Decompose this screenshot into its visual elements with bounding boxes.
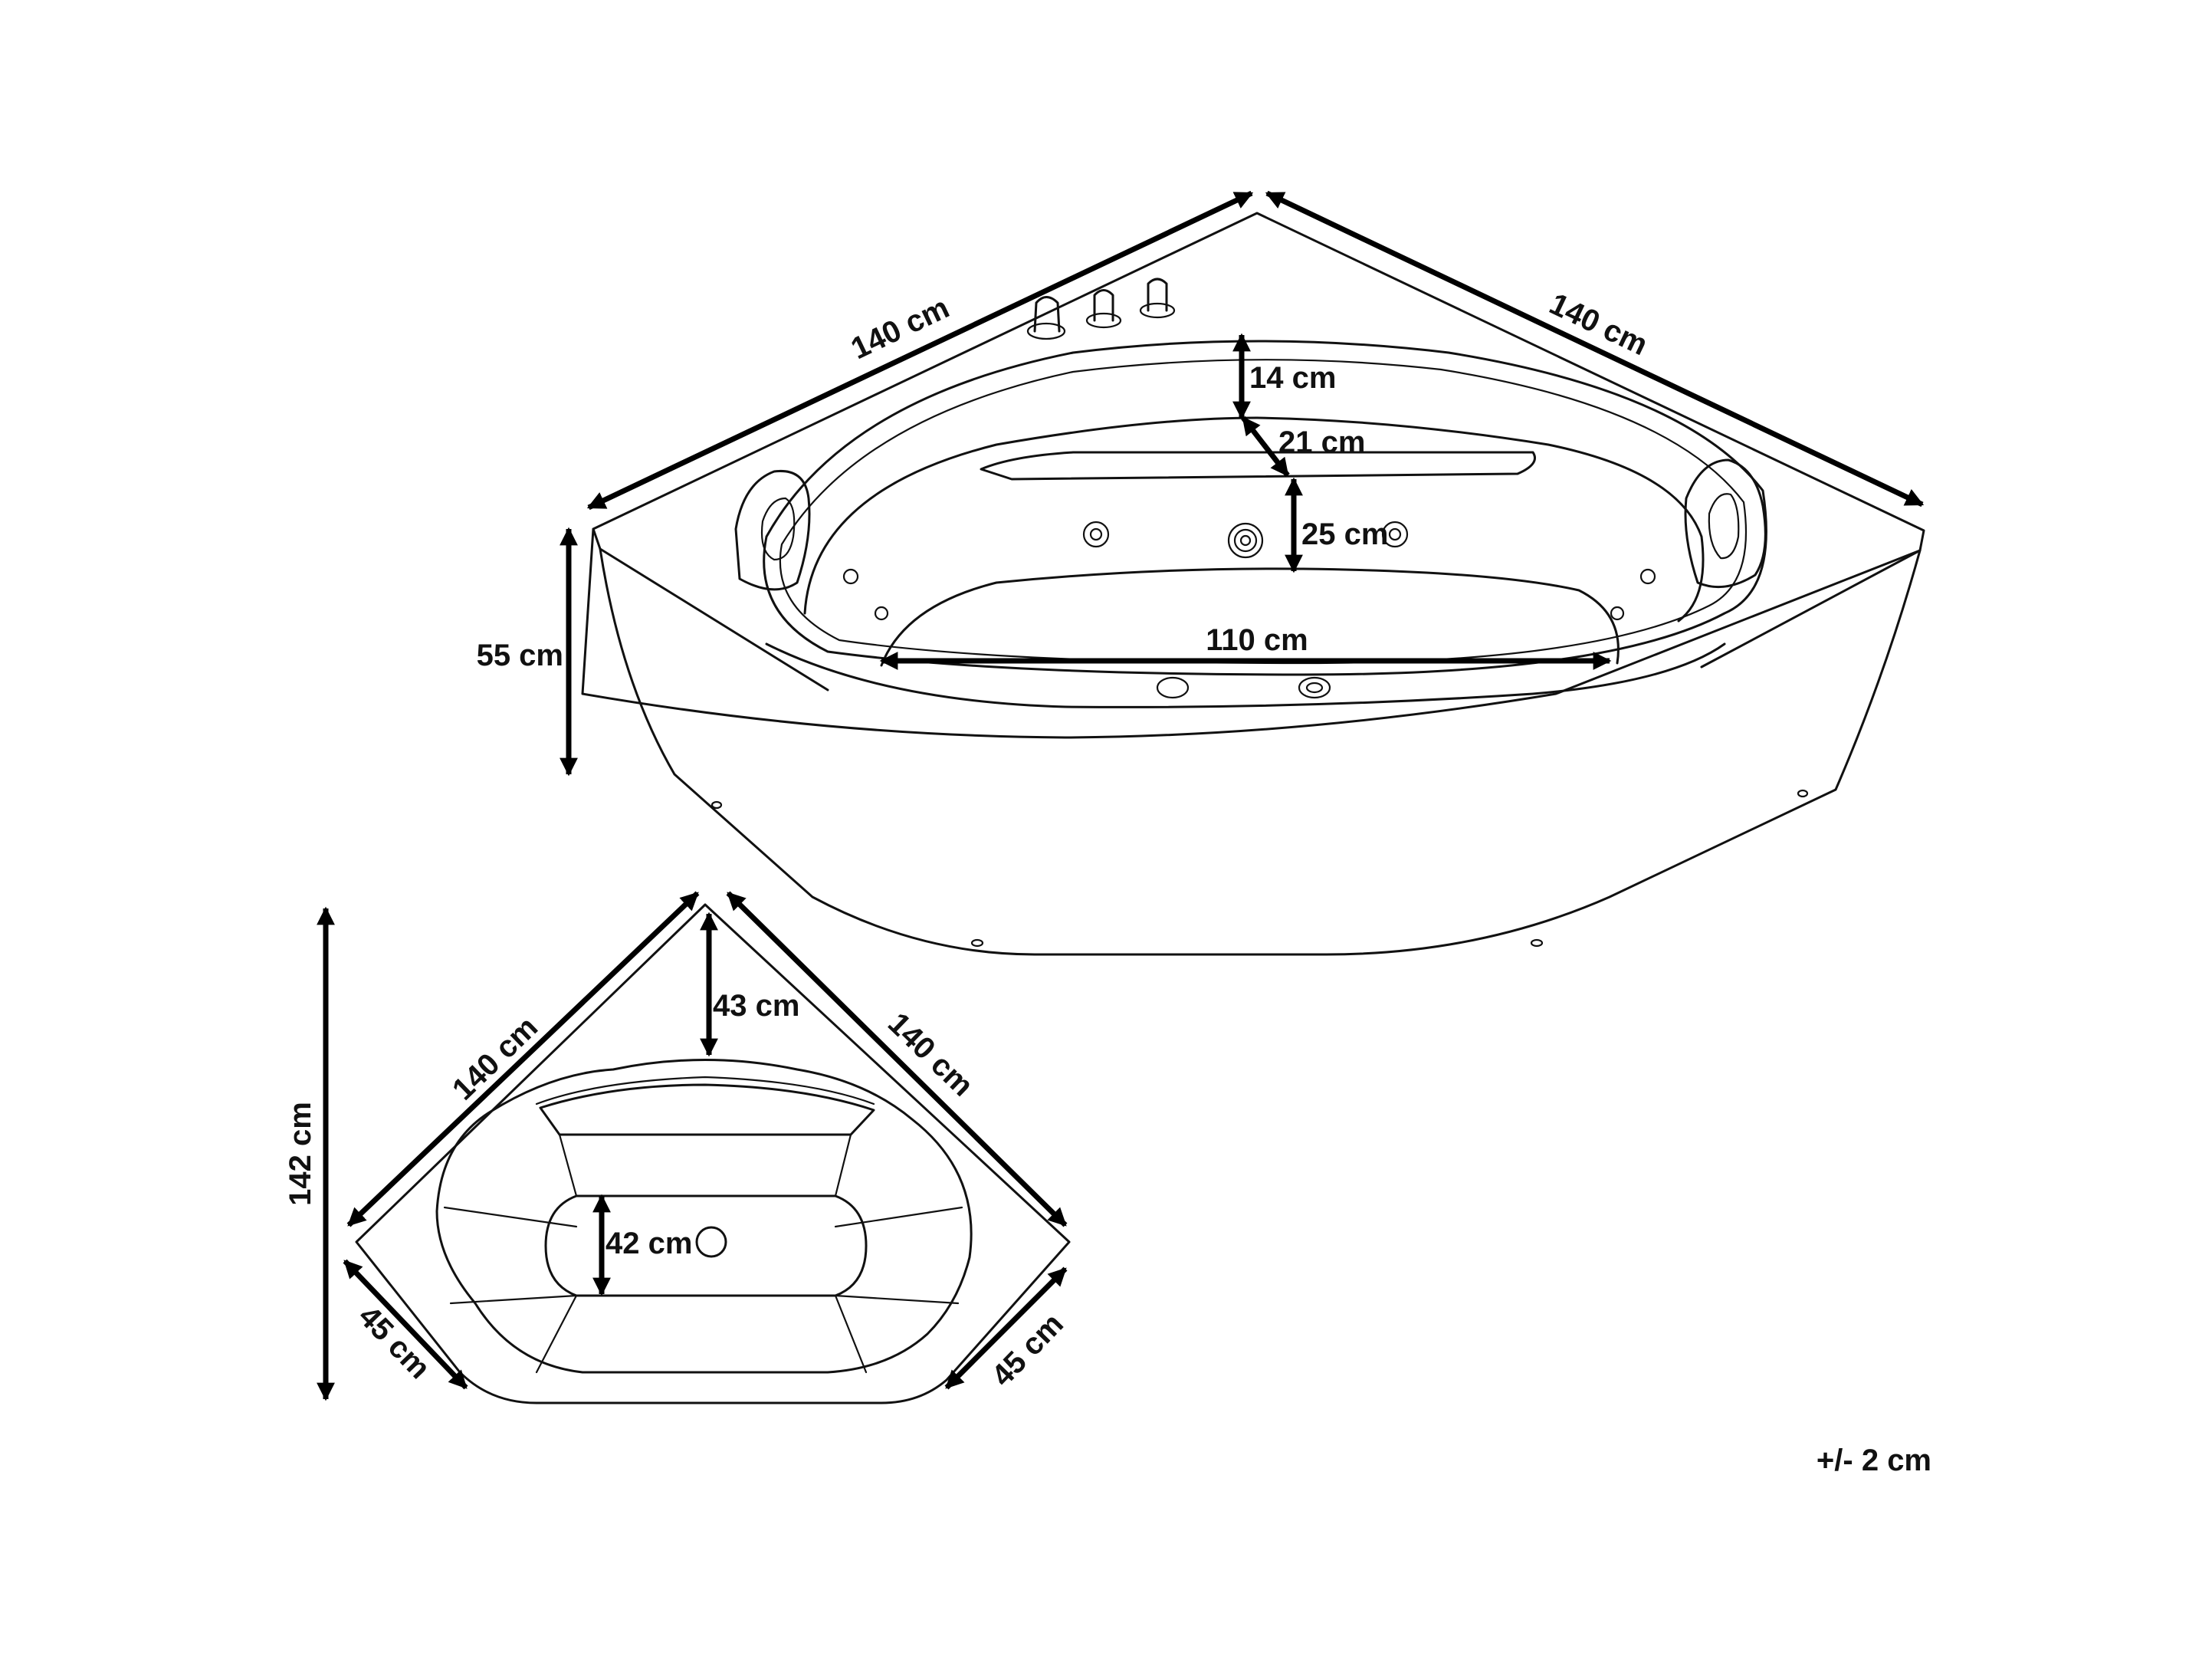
label-top-side-left: 140 cm bbox=[446, 1010, 544, 1107]
control-button-icon bbox=[1156, 676, 1190, 699]
label-front-right: 45 cm bbox=[985, 1307, 1069, 1393]
label-corner-to-basin: 43 cm bbox=[713, 989, 799, 1023]
headrest-left bbox=[734, 469, 811, 591]
dim-arrow-front-left bbox=[343, 1259, 468, 1390]
top-basin-outer bbox=[435, 1059, 973, 1374]
dim-arrow-front-right bbox=[944, 1266, 1068, 1390]
label-rim-width: 14 cm bbox=[1249, 361, 1336, 395]
top-drain-icon bbox=[695, 1226, 727, 1258]
headrest-right-inner bbox=[1708, 493, 1740, 560]
tub-apron-corner-left bbox=[673, 773, 814, 898]
tub-backrest bbox=[980, 451, 1536, 481]
dim-arrow-side-left bbox=[586, 190, 1254, 511]
top-backrest bbox=[539, 1083, 875, 1136]
dim-arrow-seat bbox=[1241, 416, 1290, 478]
label-step-height: 25 cm bbox=[1301, 517, 1388, 551]
tub-front-rim-line bbox=[765, 642, 1726, 708]
headrest-right bbox=[1684, 458, 1767, 589]
label-height: 55 cm bbox=[477, 639, 563, 672]
jet-icon bbox=[874, 606, 889, 621]
top-view: 140 cm 140 cm 142 cm 43 cm 42 cm 45 cm 4… bbox=[284, 891, 1071, 1404]
tub-outer-rim bbox=[581, 212, 1925, 739]
drain-icon bbox=[1227, 522, 1264, 559]
tub-seat-contour bbox=[803, 416, 1705, 623]
top-outline bbox=[355, 903, 1071, 1404]
dim-arrow-top-left bbox=[346, 891, 700, 1227]
jet-icon bbox=[1082, 521, 1110, 548]
dim-arrow-top-right bbox=[726, 891, 1068, 1227]
jet-icon bbox=[1610, 606, 1625, 621]
apron-screw-mid-right bbox=[1530, 938, 1544, 948]
label-inner-length: 110 cm bbox=[1206, 623, 1308, 657]
label-basin-width: 42 cm bbox=[606, 1227, 692, 1260]
top-basin-inner-rim bbox=[535, 1076, 875, 1105]
apron-screw-right bbox=[1797, 789, 1809, 798]
apron-screw-mid-left bbox=[970, 938, 984, 948]
jet-icon bbox=[842, 568, 859, 585]
dim-arrow-side-right bbox=[1265, 190, 1925, 508]
jet-icon bbox=[1381, 521, 1409, 548]
label-side-left: 140 cm bbox=[846, 291, 954, 366]
control-button-icon bbox=[1298, 676, 1331, 699]
tub-inner-opening-2 bbox=[779, 359, 1748, 665]
apron-screw-left bbox=[711, 800, 723, 810]
tub-apron bbox=[599, 547, 1922, 956]
top-central-basin bbox=[544, 1194, 868, 1297]
label-depth: 142 cm bbox=[284, 1102, 317, 1206]
label-top-side-right: 140 cm bbox=[881, 1007, 980, 1103]
perspective-view: 140 cm 140 cm 55 cm 14 cm 21 cm 25 cm 11… bbox=[477, 190, 1925, 956]
jet-icon bbox=[1639, 568, 1656, 585]
tolerance-note: +/- 2 cm bbox=[1817, 1444, 1931, 1477]
headrest-left-inner bbox=[760, 497, 796, 561]
label-seat-depth: 21 cm bbox=[1278, 425, 1365, 459]
